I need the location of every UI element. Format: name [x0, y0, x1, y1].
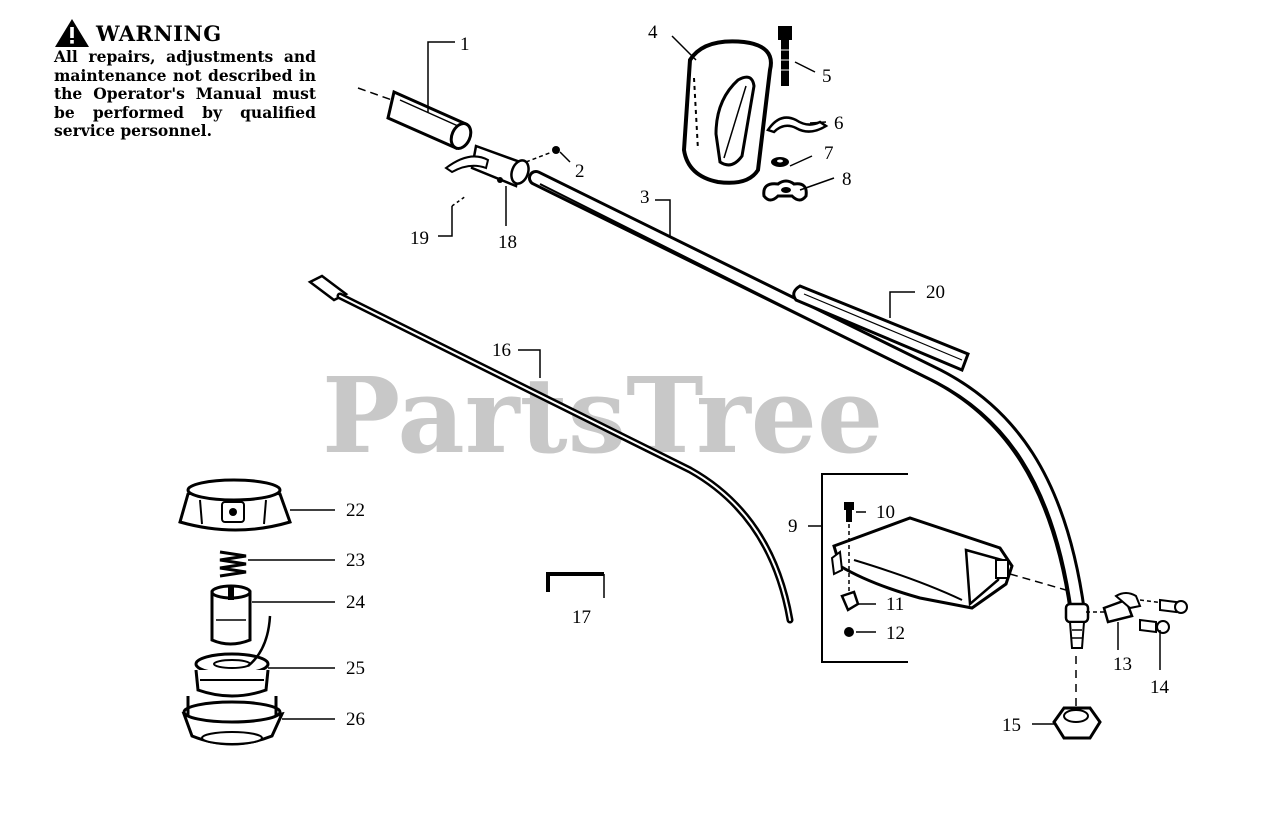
part-2-screw [525, 146, 560, 163]
part-1-handle-grip [357, 87, 473, 150]
callout-10: 10 [876, 502, 895, 523]
callout-labels: 1 2 3 4 5 6 7 8 9 10 11 12 13 14 15 16 1… [346, 22, 1170, 736]
callout-19: 19 [410, 228, 429, 249]
part-18-throttle-housing [444, 144, 530, 188]
warning-text: All repairs, adjustments and maintenance… [54, 47, 316, 141]
callout-8: 8 [842, 169, 852, 190]
callout-11: 11 [886, 594, 904, 615]
callout-3: 3 [640, 187, 650, 208]
part-20-cover-strip [792, 284, 970, 372]
callout-14: 14 [1150, 677, 1170, 698]
callout-23: 23 [346, 550, 365, 571]
part-7-washer [771, 157, 789, 167]
part-9-shield-assembly [808, 473, 1067, 663]
part-10-screw [844, 502, 854, 592]
watermark-text: PartsTree [322, 354, 883, 477]
part-22-cap [178, 478, 292, 532]
callout-25: 25 [346, 658, 365, 679]
callout-20: 20 [926, 282, 945, 303]
part-13-bracket [1086, 592, 1142, 624]
callout-18: 18 [498, 232, 517, 253]
warning-title: WARNING [96, 20, 222, 46]
part-3-shaft-tube [528, 170, 1090, 649]
callout-5: 5 [822, 66, 832, 87]
part-24-hub [210, 584, 252, 646]
callout-26: 26 [346, 709, 365, 730]
callout-9: 9 [788, 516, 798, 537]
part-26-outer-housing [181, 696, 285, 746]
part-25-spool [194, 615, 272, 698]
part-19-pin [451, 195, 467, 207]
callout-24: 24 [346, 592, 366, 613]
part-8-wing-nut [762, 179, 808, 202]
part-16-drive-cable [307, 274, 794, 624]
callout-15: 15 [1002, 715, 1021, 736]
warning-triangle-icon [55, 19, 89, 47]
part-6-clip [766, 116, 829, 134]
part-14-bolts [1139, 598, 1188, 634]
callout-6: 6 [834, 113, 844, 134]
callout-4: 4 [648, 22, 658, 43]
warning-notice: WARNING All repairs, adjustments and mai… [54, 18, 316, 141]
callout-16: 16 [492, 340, 511, 361]
callout-2: 2 [575, 161, 585, 182]
callout-13: 13 [1113, 654, 1132, 675]
callout-22: 22 [346, 500, 365, 521]
part-17-hex-key [546, 572, 604, 592]
callout-1: 1 [460, 34, 470, 55]
part-11-clip-nut [840, 590, 860, 612]
leader-lines [248, 35, 1161, 725]
callout-12: 12 [886, 623, 905, 644]
callout-17: 17 [572, 607, 591, 628]
part-23-spring [219, 550, 247, 578]
part-15-hex-nut [1052, 656, 1102, 740]
callout-7: 7 [824, 143, 834, 164]
part-12-nut [844, 627, 854, 637]
part-5-bolt [778, 26, 792, 86]
part-4-front-handle [681, 39, 773, 185]
warning-heading: WARNING [54, 18, 316, 48]
